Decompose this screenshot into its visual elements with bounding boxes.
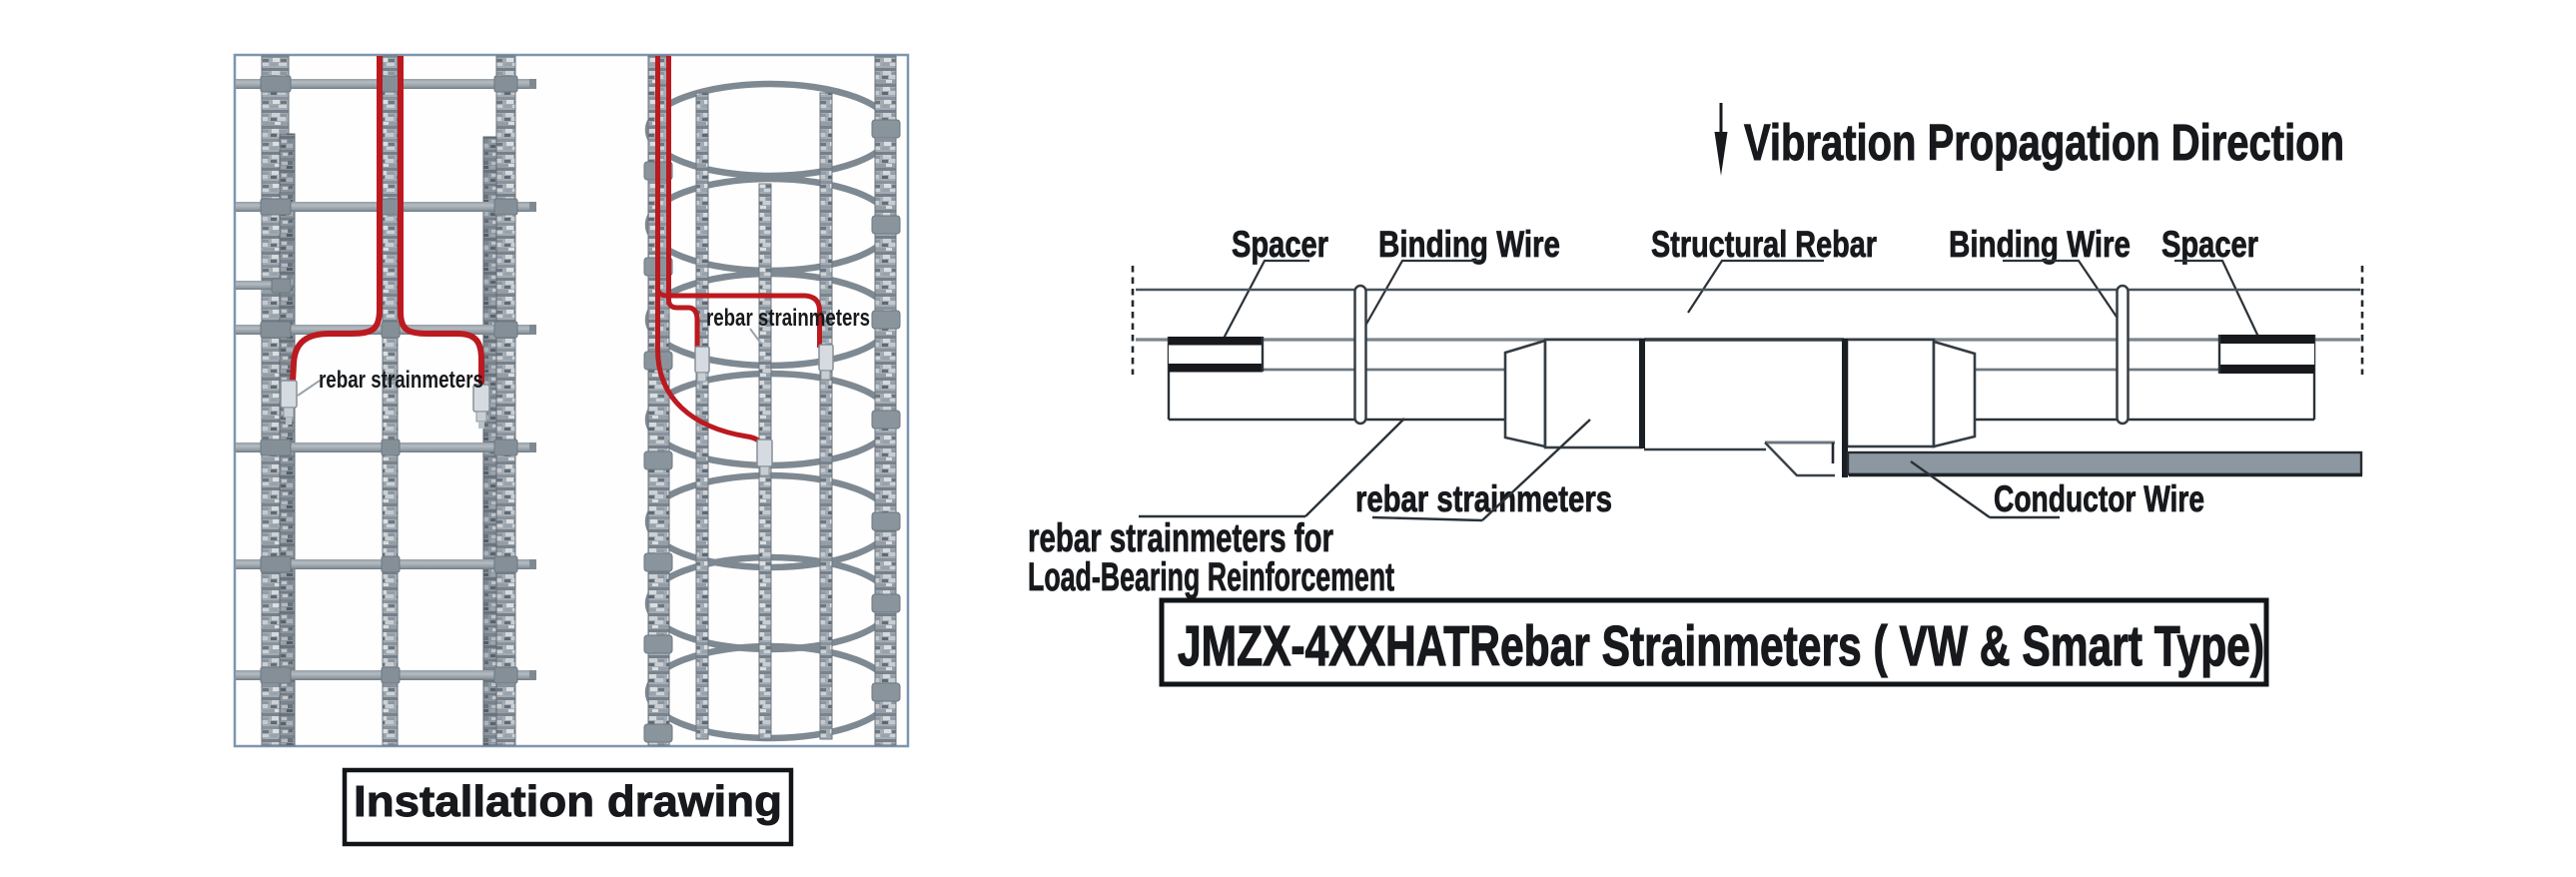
svg-text:Spacer: Spacer [2161,224,2258,265]
svg-text:Binding Wire: Binding Wire [1378,224,1560,265]
svg-text:Spacer: Spacer [1232,224,1328,265]
svg-text:Installation drawing: Installation drawing [354,777,782,826]
svg-text:rebar strainmeters for: rebar strainmeters for [1028,516,1333,560]
svg-text:Binding Wire: Binding Wire [1949,224,2131,265]
svg-text:Conductor Wire: Conductor Wire [1994,478,2204,519]
svg-text:Vibration Propagation Directio: Vibration Propagation Direction [1744,114,2344,171]
svg-text:rebar strainmeters: rebar strainmeters [319,367,483,394]
svg-text:rebar strainmeters: rebar strainmeters [706,305,870,332]
svg-text:Structural Rebar: Structural Rebar [1651,224,1877,265]
svg-text:JMZX-4XXHATRebar Strainmeters: JMZX-4XXHATRebar Strainmeters ( VW & Sma… [1178,614,2264,678]
svg-text:Load-Bearing Reinforcement: Load-Bearing Reinforcement [1028,555,1394,599]
svg-text:rebar strainmeters: rebar strainmeters [1355,478,1612,519]
